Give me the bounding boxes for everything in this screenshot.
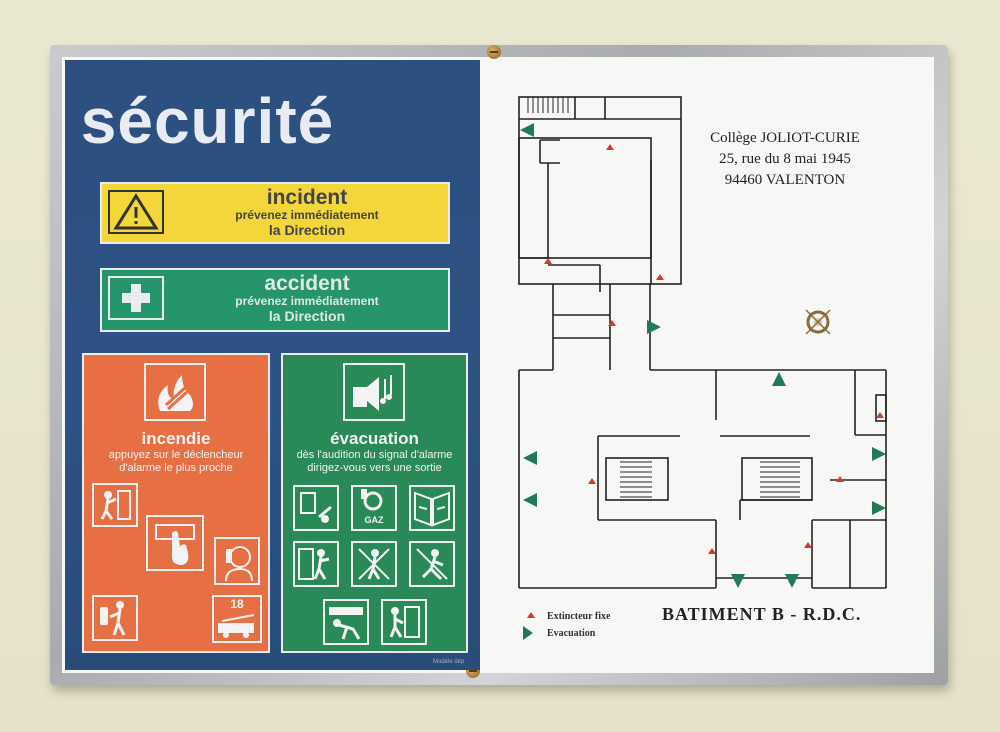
legend-extinguisher: Extincteur fixe	[547, 611, 611, 622]
fire-truck-icon: 18	[212, 595, 262, 643]
incident-banner: incident prévenez immédiatement la Direc…	[100, 182, 450, 244]
compass-icon	[805, 309, 831, 335]
close-doors-icon	[409, 485, 455, 531]
incendie-heading: incendie	[141, 429, 211, 448]
incendie-line1: appuyez sur le déclencheur	[108, 449, 244, 461]
warning-icon	[108, 190, 164, 234]
crawl-smoke-icon	[323, 599, 369, 645]
address-line2: 25, rue du 8 mai 1945	[719, 151, 851, 167]
walk-calmly-icon	[351, 541, 397, 587]
no-running-icon	[409, 541, 455, 587]
safety-title: sécurité	[80, 85, 335, 157]
alarm-sound-icon	[343, 363, 405, 421]
building-label: BATIMENT B - R.D.C.	[662, 604, 862, 624]
address-line1: Collège JOLIOT-CURIE	[710, 130, 860, 146]
do-not-return-icon	[381, 599, 427, 645]
first-aid-icon	[108, 276, 164, 320]
legend-evacuation: Evacuation	[547, 628, 596, 639]
phone-number: 18	[230, 597, 244, 611]
incident-heading: incident	[266, 186, 348, 209]
gas-valve-icon: GAZ	[351, 485, 397, 531]
incendie-line2: d'alarme le plus proche	[119, 462, 233, 474]
address-line3: 94460 VALENTON	[724, 172, 846, 188]
top-screw	[487, 45, 501, 59]
model-caption: Modèle dép	[433, 659, 465, 665]
incident-line1: prévenez immédiatement	[235, 208, 379, 222]
phone-call-icon	[214, 537, 260, 585]
fire-icon	[144, 363, 206, 421]
floor-plan-sheet	[480, 60, 932, 670]
person-door-icon	[92, 483, 138, 527]
electric-switch-icon	[293, 485, 339, 531]
accident-heading: accident	[264, 272, 350, 295]
extinguisher-user-icon	[92, 595, 138, 641]
evacuation-line1: dès l'audition du signal d'alarme	[296, 449, 453, 461]
evacuation-panel: évacuation dès l'audition du signal d'al…	[281, 353, 468, 653]
exit-door-icon	[293, 541, 339, 587]
incident-line2: la Direction	[268, 222, 346, 238]
accident-line2: la Direction	[268, 308, 346, 324]
accident-banner: accident prévenez immédiatement la Direc…	[100, 268, 450, 332]
evacuation-heading: évacuation	[330, 429, 419, 448]
accident-line1: prévenez immédiatement	[235, 294, 379, 308]
fire-panel: incendie appuyez sur le déclencheur d'al…	[82, 353, 270, 653]
evacuation-line2: dirigez-vous vers une sortie	[307, 462, 442, 474]
alarm-button-icon	[146, 515, 204, 571]
gaz-label: GAZ	[364, 515, 384, 525]
